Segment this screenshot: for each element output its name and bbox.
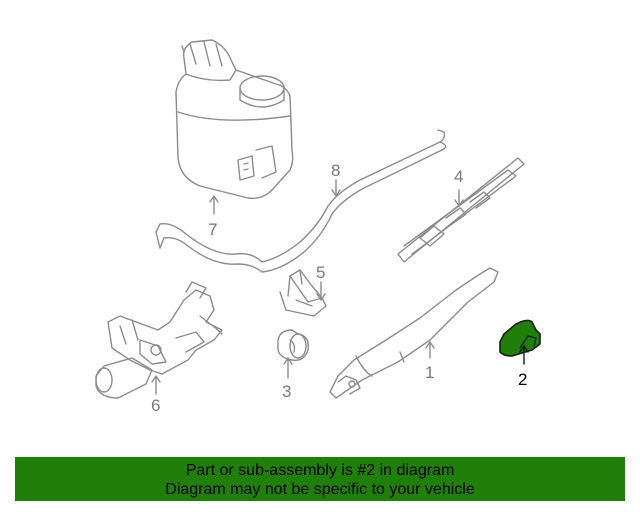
callout-2-leader — [519, 345, 529, 365]
callout-7-leader — [209, 195, 219, 215]
rubber-bushing-icon[interactable] — [277, 329, 309, 361]
wiper-motor-icon[interactable] — [95, 281, 223, 399]
wiper-arm-icon[interactable] — [329, 267, 499, 399]
callout-label-3: 3 — [282, 382, 292, 401]
callout-6-leader — [151, 375, 161, 395]
washer-hose-icon[interactable] — [155, 129, 447, 273]
callout-label-5: 5 — [316, 263, 326, 282]
washer-reservoir-icon[interactable] — [175, 39, 294, 200]
wiper-blade-icon[interactable] — [397, 157, 525, 263]
bracket-icon[interactable] — [279, 269, 327, 317]
callout-label-4: 4 — [454, 167, 464, 186]
callout-label-2: 2 — [518, 370, 528, 389]
leader-arrows — [151, 179, 529, 395]
callout-5-leader — [316, 281, 326, 301]
callout-label-1: 1 — [425, 363, 435, 382]
banner-line-disclaimer: Diagram may not be specific to your vehi… — [165, 481, 475, 498]
callout-3-leader — [283, 357, 293, 379]
info-banner: Part or sub-assembly is #2 in diagram Di… — [15, 457, 625, 501]
wiper-arm-cap-icon[interactable] — [499, 319, 541, 357]
callout-label-7: 7 — [208, 220, 218, 239]
callout-label-6: 6 — [151, 396, 161, 415]
callout-label-8: 8 — [331, 161, 341, 180]
banner-line-part: Part or sub-assembly is #2 in diagram — [185, 462, 455, 479]
callout-4-leader — [454, 189, 464, 207]
callout-8-leader — [331, 179, 341, 197]
callout-1-leader — [425, 341, 435, 359]
parts-diagram — [95, 39, 541, 399]
